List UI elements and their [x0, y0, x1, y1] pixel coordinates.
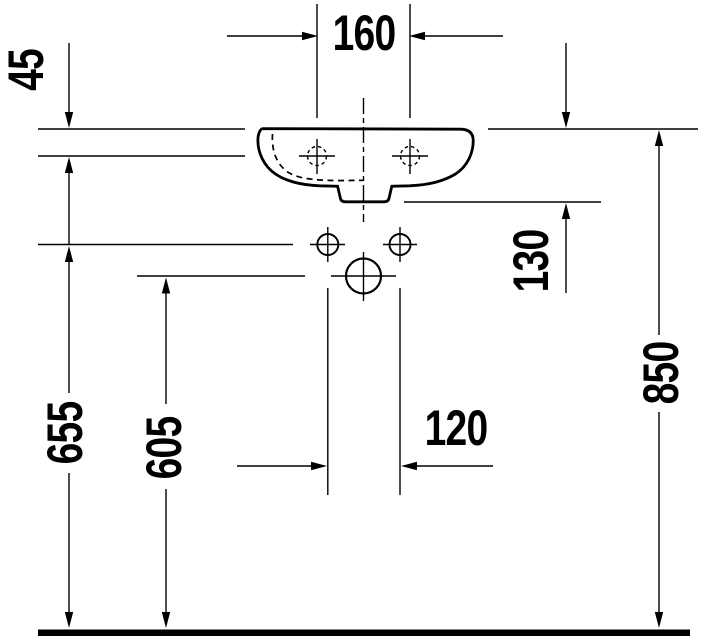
dimension-120: [237, 288, 493, 495]
fixing-hole-left: [310, 227, 345, 262]
dimension-label-fixing-hole-spacing: 120: [424, 400, 489, 456]
dimension-655: [64, 246, 74, 628]
dimension-label-rim-height: 850: [633, 341, 689, 405]
arrowhead-down: [654, 612, 664, 628]
arrowhead-down: [161, 612, 171, 628]
inner-bowl-dashed-line: [271, 133, 364, 182]
washbasin-outline: [256, 127, 475, 204]
arrowhead-left: [409, 31, 425, 41]
arrowhead-down: [64, 612, 74, 628]
dimension-45: [64, 43, 74, 244]
arrowhead-down: [64, 112, 74, 128]
dimension-605: [161, 277, 171, 628]
dimension-label-rim-to-tap-drop: 45: [0, 49, 54, 91]
dimension-130: [561, 43, 571, 293]
arrowhead-right: [311, 461, 327, 471]
dimension-label-outlet-height: 605: [136, 416, 192, 480]
arrowhead-up: [161, 277, 171, 294]
arrowhead-up: [561, 203, 571, 219]
arrowhead-up: [64, 246, 74, 262]
arrowhead-down: [561, 112, 571, 128]
arrowhead-left: [401, 461, 417, 471]
dimension-160: [227, 4, 503, 118]
fixing-hole-right: [383, 227, 417, 262]
arrowhead-up: [64, 157, 74, 173]
dimension-label-rim-to-outlet-drop: 130: [503, 229, 559, 293]
floor-line: [38, 629, 690, 636]
dimension-label-fixing-hole-height: 655: [37, 401, 93, 465]
washbasin: [256, 98, 475, 222]
dimension-850: [654, 130, 664, 628]
arrowhead-up: [654, 130, 664, 146]
dimension-label-tap-hole-spacing: 160: [332, 5, 397, 61]
tap-hole-left: [299, 139, 335, 174]
arrowhead-right: [302, 31, 318, 41]
tap-hole-right: [392, 139, 428, 174]
drain-outlet-circle: [331, 252, 396, 301]
